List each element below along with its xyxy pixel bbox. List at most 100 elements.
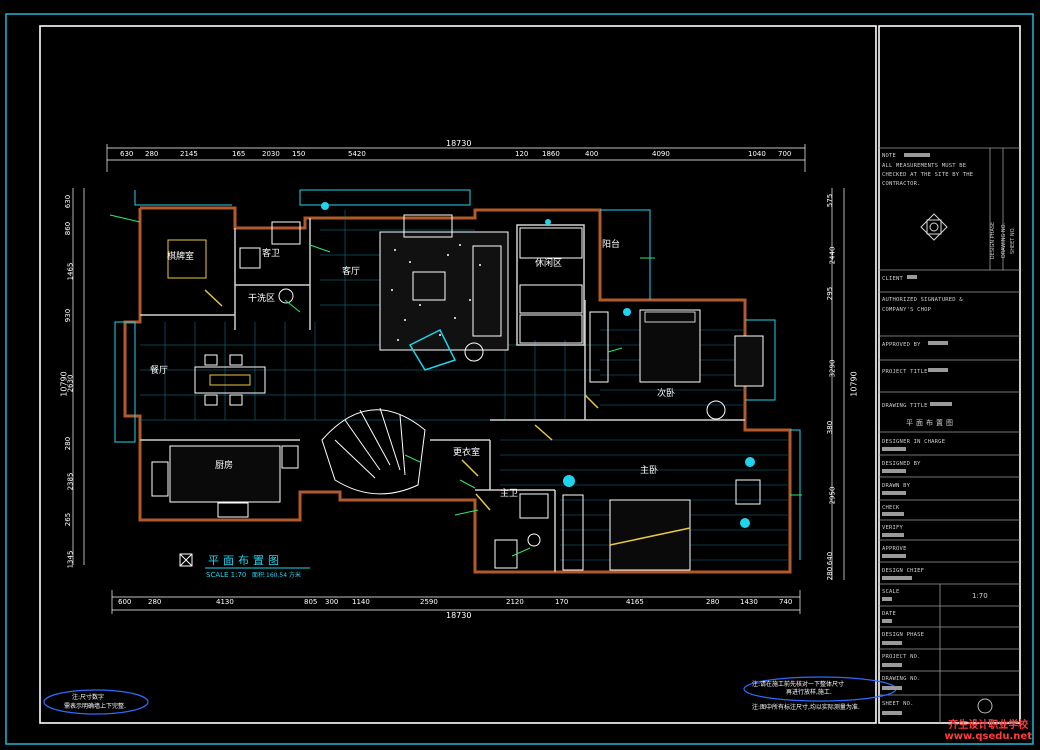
tb-bar bbox=[882, 686, 902, 690]
rug-pattern bbox=[391, 244, 481, 341]
outer-sheet-border bbox=[5, 13, 1034, 745]
overall-width-top: 18730 bbox=[446, 139, 472, 148]
tb-scale: SCALE bbox=[882, 589, 900, 595]
dimension-value: 280 bbox=[148, 598, 162, 606]
dimension-value: 640 bbox=[826, 551, 835, 566]
dimension-value: 170 bbox=[555, 598, 569, 606]
bay-window-seat bbox=[734, 335, 764, 387]
master-side-table bbox=[735, 479, 761, 505]
tb-bar bbox=[882, 512, 904, 516]
tb-sheet-no: SHEET NO. bbox=[882, 701, 914, 707]
tb-bar bbox=[882, 663, 902, 667]
drawing-scale: SCALE 1:70 bbox=[206, 571, 247, 579]
tb-project-title: PROJECT TITLE bbox=[882, 369, 928, 375]
dimension-value: 740 bbox=[779, 598, 793, 606]
master-bed-cover bbox=[609, 527, 691, 546]
watermark-line2: www.qsedu.net bbox=[944, 731, 1032, 742]
note-left-ellipse bbox=[43, 689, 149, 715]
annotation-leaders bbox=[109, 214, 802, 557]
dimension-value: 120 bbox=[515, 150, 529, 158]
tb-approve: APPROVE bbox=[882, 546, 907, 552]
tb-bar bbox=[882, 597, 892, 601]
dimension-value: 700 bbox=[778, 150, 792, 158]
sofa bbox=[472, 245, 502, 337]
dimension-value: 300 bbox=[325, 598, 339, 606]
tb-drawing-title: DRAWING TITLE bbox=[882, 403, 928, 409]
dimension-value: 280 bbox=[145, 150, 159, 158]
room-label-dressing: 更衣室 bbox=[453, 448, 481, 458]
guest-bath-fixtures bbox=[239, 221, 301, 304]
living-room-rug bbox=[379, 231, 509, 351]
drawing-title: 平面布置图 bbox=[208, 554, 283, 567]
company-logo-icon bbox=[920, 213, 948, 241]
second-bedroom-wardrobe bbox=[589, 311, 609, 383]
tb-design-phase: DESIGN PHASE bbox=[882, 632, 925, 638]
dimension-value: 3290 bbox=[828, 359, 837, 378]
dimension-value: 4090 bbox=[652, 150, 670, 158]
tb-bar bbox=[882, 619, 892, 623]
interior-walls bbox=[140, 218, 745, 572]
tb-note-bar bbox=[904, 153, 930, 157]
tb-vertical-drawing-no: DRAWING NO. bbox=[1000, 223, 1007, 258]
dimension-value: 2440 bbox=[828, 246, 837, 265]
dimension-value: 575 bbox=[826, 193, 835, 208]
tb-drawn-by: DRAWN BY bbox=[882, 483, 911, 489]
tb-bar bbox=[928, 341, 948, 345]
second-bedroom-bed bbox=[639, 309, 701, 383]
tb-authorized-2: COMPANY'S CHOP bbox=[882, 307, 932, 313]
dimension-value: 2630 bbox=[66, 374, 75, 393]
dimension-value: 280 bbox=[706, 598, 720, 606]
ceiling-lights bbox=[321, 202, 755, 528]
tb-note-text-2: CHECKED AT THE SITE BY THE bbox=[882, 172, 974, 178]
dimension-value: 1860 bbox=[542, 150, 560, 158]
room-label-balcony: 阳台 bbox=[602, 240, 621, 250]
tb-bar bbox=[882, 469, 906, 473]
armchair bbox=[403, 214, 453, 238]
watermark: 齐生设计职业学校 www.qsedu.net bbox=[944, 720, 1032, 742]
dimension-value: 4130 bbox=[216, 598, 234, 606]
tb-bar bbox=[882, 554, 906, 558]
dimension-value: 630 bbox=[120, 150, 134, 158]
tb-date: DATE bbox=[882, 611, 897, 617]
revision-circle-icon bbox=[977, 698, 993, 714]
note-left-line1: 注:尺寸数字 bbox=[72, 694, 105, 701]
tb-vertical-phase: DESIGN PHASE bbox=[990, 221, 997, 260]
tb-scale-value: 1:70 bbox=[972, 592, 988, 600]
overall-height-right: 10790 bbox=[849, 371, 859, 397]
dimension-value: 265 bbox=[64, 512, 73, 527]
master-bath-fixtures bbox=[494, 493, 549, 569]
dimension-value: 280 bbox=[64, 436, 73, 451]
tb-bar bbox=[928, 368, 948, 372]
tb-authorized: AUTHORIZED SIGNATURED & bbox=[882, 297, 963, 303]
dimension-value: 1040 bbox=[748, 150, 766, 158]
tb-drawing-no: DRAWING NO. bbox=[882, 676, 921, 682]
dimension-value: 2385 bbox=[66, 472, 75, 491]
mahjong-table bbox=[167, 239, 207, 279]
watermark-line1: 齐生设计职业学校 bbox=[948, 720, 1029, 731]
tb-note-text-3: CONTRACTOR. bbox=[882, 181, 921, 187]
second-bed-pillows bbox=[644, 311, 696, 323]
drawing-frame bbox=[39, 25, 877, 724]
room-label-dining: 餐厅 bbox=[150, 366, 169, 376]
dimension-value: 1430 bbox=[740, 598, 758, 606]
room-label-second-bedroom: 次卧 bbox=[657, 389, 676, 399]
dimension-value: 805 bbox=[304, 598, 318, 606]
side-table bbox=[464, 342, 484, 362]
tb-check: CHECK bbox=[882, 505, 900, 511]
dimension-value: 2950 bbox=[828, 486, 837, 505]
room-label-master-bath: 主卫 bbox=[500, 489, 519, 499]
drawing-area: 面积:160.54 方米 bbox=[252, 572, 301, 579]
master-bed bbox=[609, 499, 691, 571]
tb-approved: APPROVED BY bbox=[882, 342, 921, 348]
kitchen-counter bbox=[169, 445, 281, 503]
tb-note-text-1: ALL MEASUREMENTS MUST BE bbox=[882, 163, 967, 169]
tb-design-chief: DESIGN CHIEF bbox=[882, 568, 925, 574]
dimension-value: 600 bbox=[118, 598, 132, 606]
tb-bar bbox=[882, 641, 902, 645]
kitchen-appliances bbox=[151, 445, 299, 518]
dimension-value: 4165 bbox=[626, 598, 644, 606]
dining-table-set bbox=[194, 354, 266, 406]
tb-bar bbox=[882, 576, 912, 580]
tb-vertical-sheet: SHEET NO. bbox=[1009, 227, 1016, 254]
